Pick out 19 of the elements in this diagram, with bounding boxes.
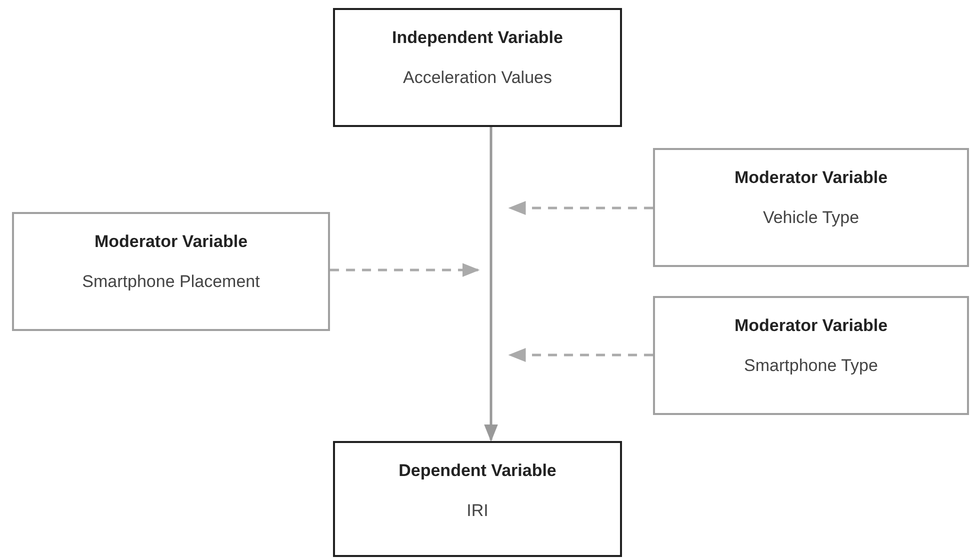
box-heading: Independent Variable — [392, 28, 563, 48]
arrow — [484, 127, 498, 442]
arrow — [330, 263, 480, 277]
arrow — [508, 201, 653, 215]
box-text: Smartphone Placement — [82, 272, 260, 292]
variable-box — [12, 212, 330, 331]
box-heading: Moderator Variable — [734, 316, 888, 336]
variable-box — [653, 296, 969, 415]
box-text: Vehicle Type — [762, 208, 860, 228]
box-text: IRI — [466, 501, 488, 521]
variable-box — [333, 8, 622, 127]
box-text: Acceleration Values — [403, 68, 552, 88]
box-heading: Moderator Variable — [734, 168, 888, 188]
box-heading: Dependent Variable — [398, 461, 556, 481]
variable-box — [653, 148, 969, 267]
variable-box — [333, 441, 622, 557]
box-heading: Moderator Variable — [94, 232, 248, 252]
box-text: Smartphone Type — [744, 356, 878, 376]
arrow — [508, 348, 653, 362]
